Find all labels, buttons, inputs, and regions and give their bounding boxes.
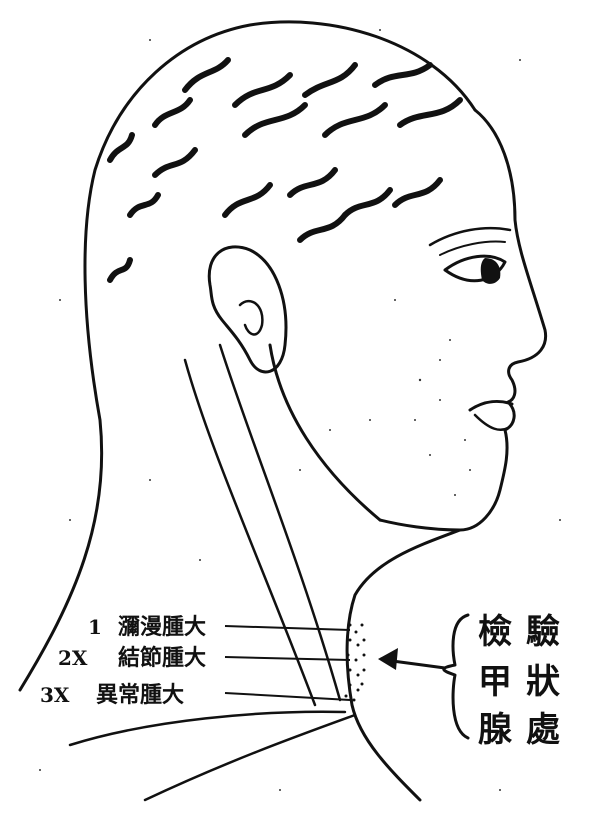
leader-line-2 [225, 657, 350, 660]
mouth-lower [475, 415, 508, 430]
side-label-6: 處 [526, 710, 560, 750]
hair [110, 60, 460, 280]
label-1-number: 1 [88, 615, 102, 639]
jaw-line [270, 345, 380, 520]
label-3-text: 異常腫大 [96, 682, 184, 708]
ear [209, 247, 286, 372]
ear-inner [240, 301, 262, 334]
label-2-text: 結節腫大 [118, 645, 206, 671]
label-1-text: 瀰漫腫大 [118, 614, 206, 640]
side-label-2: 甲 [478, 662, 512, 702]
side-label-1: 檢 [478, 612, 512, 652]
collar-line [145, 715, 355, 800]
side-label-4: 驗 [526, 612, 560, 652]
arrow-head [378, 648, 398, 670]
neck-muscle-2 [220, 345, 340, 700]
leader-line-1 [225, 626, 350, 630]
eye-pupil [481, 258, 501, 284]
mouth-upper [470, 402, 512, 410]
front-neck [347, 530, 460, 800]
face-profile [380, 110, 546, 530]
side-label-3: 腺 [478, 710, 513, 750]
label-2-number: 2X [58, 646, 88, 670]
label-3-number: 3X [40, 683, 70, 707]
leader-line-3 [225, 693, 350, 700]
eyebrow-2 [440, 242, 505, 255]
shoulder-line [70, 712, 345, 745]
brace [444, 615, 468, 738]
side-label-5: 狀 [526, 662, 560, 702]
